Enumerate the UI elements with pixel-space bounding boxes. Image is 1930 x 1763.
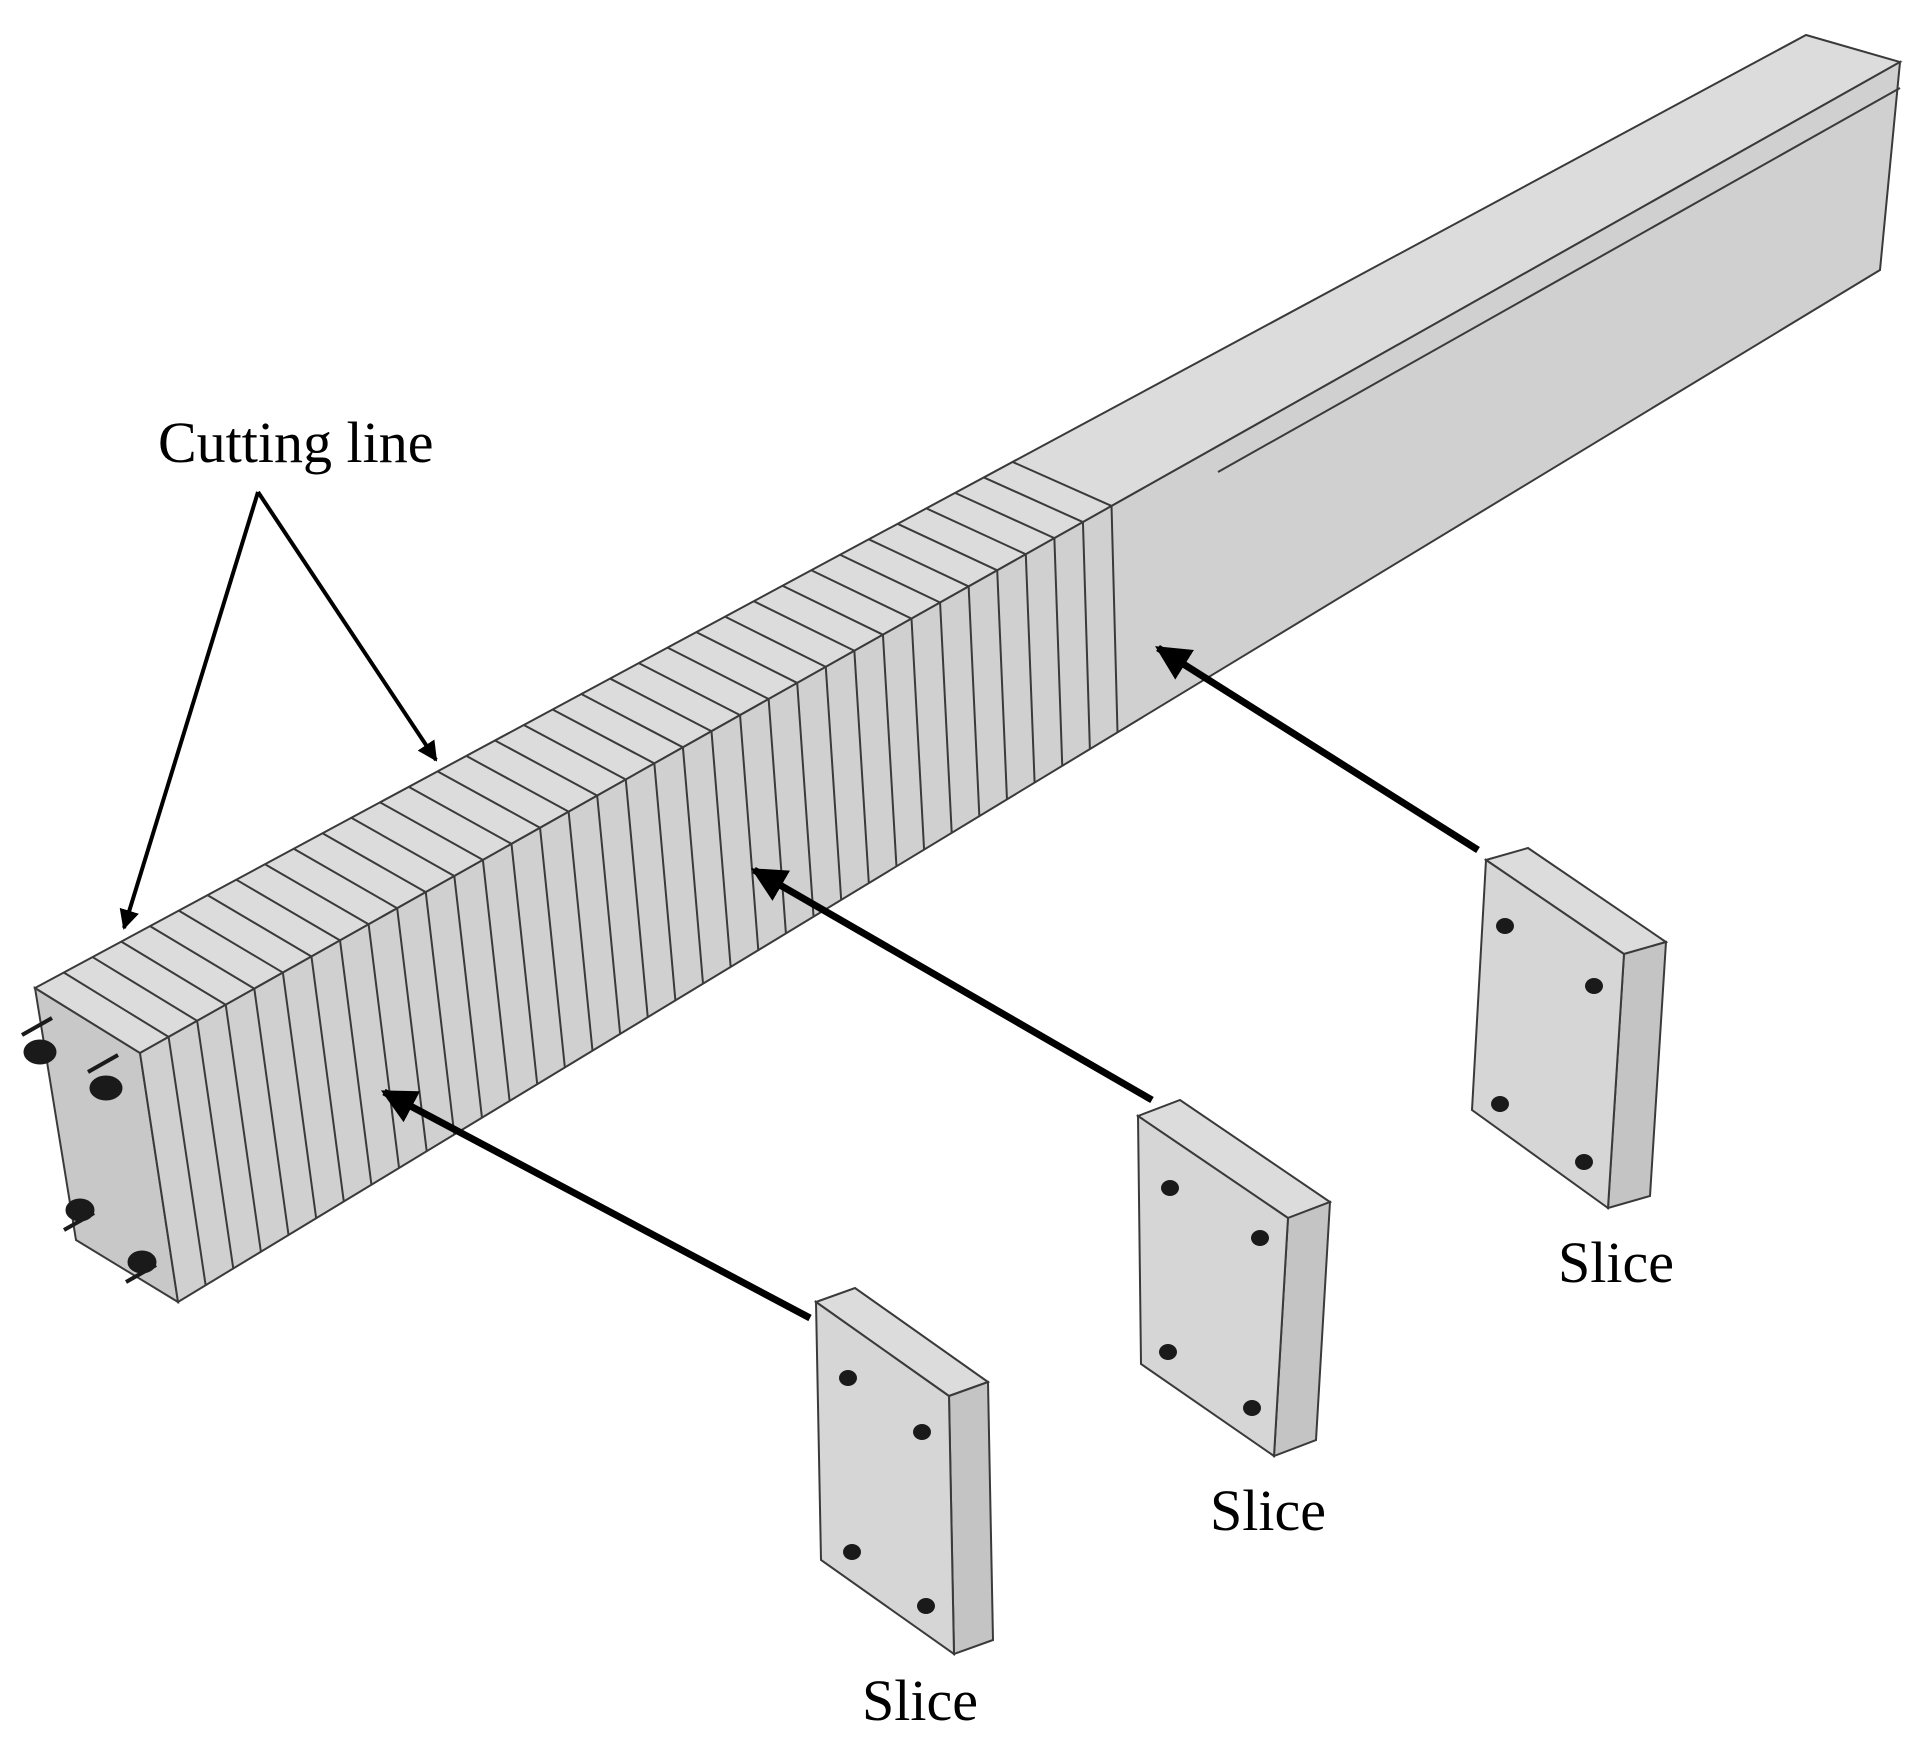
slice-cut-line bbox=[839, 553, 953, 833]
slice-cut-line bbox=[810, 569, 926, 850]
slice-cut-line bbox=[552, 708, 677, 1001]
slice-cut-line bbox=[437, 770, 566, 1068]
slice-cut-line bbox=[178, 909, 318, 1219]
slice-label-middle: Slice bbox=[1210, 1478, 1326, 1543]
slice-arrow-middle bbox=[750, 866, 1154, 1104]
rebar-bottom-right bbox=[125, 1250, 157, 1284]
slice-cut-line bbox=[322, 832, 456, 1135]
slice-cut-lines bbox=[63, 461, 1119, 1286]
slice-cut-line bbox=[925, 507, 1036, 783]
slice-cut-line bbox=[408, 785, 539, 1085]
slice-cut-line bbox=[1012, 461, 1119, 733]
cutting-line-arrow-left bbox=[119, 491, 260, 930]
slice-cut-line bbox=[494, 739, 622, 1035]
slice-cut-line bbox=[465, 755, 594, 1051]
slice-cut-line bbox=[897, 522, 1008, 800]
rebar-bottom-left bbox=[63, 1198, 95, 1232]
slice-cut-line bbox=[782, 584, 898, 867]
slice-cut-line bbox=[523, 724, 649, 1018]
slice-cut-line bbox=[207, 894, 345, 1202]
slice-cut-line bbox=[235, 878, 373, 1185]
slice-cut-line bbox=[954, 491, 1064, 766]
slice-cut-line bbox=[264, 863, 401, 1169]
rebar-top-left bbox=[21, 1016, 57, 1065]
slice-cut-line bbox=[753, 600, 870, 884]
slice-cut-line bbox=[580, 693, 705, 984]
slice-cut-line bbox=[379, 801, 511, 1102]
slice-block-middle bbox=[1135, 1098, 1333, 1458]
slice-arrow-left bbox=[380, 1088, 812, 1322]
slice-cut-line bbox=[350, 816, 483, 1118]
slice-cut-line bbox=[695, 631, 815, 917]
slice-cut-line bbox=[609, 677, 732, 967]
slice-block-right bbox=[1470, 846, 1669, 1210]
slice-arrow-right bbox=[1155, 645, 1480, 853]
cutting-line-arrow-right bbox=[256, 490, 438, 762]
slice-cut-line bbox=[91, 956, 235, 1269]
slice-cut-line bbox=[724, 615, 843, 900]
slice-label-left: Slice bbox=[862, 1668, 978, 1733]
slice-cut-line bbox=[868, 538, 981, 817]
slice-cut-line bbox=[120, 940, 262, 1252]
slice-cut-line bbox=[293, 847, 428, 1152]
slice-cut-line bbox=[63, 971, 207, 1286]
slice-cut-line bbox=[983, 476, 1091, 750]
beam-side-face bbox=[138, 60, 1902, 1304]
beam-top-face bbox=[33, 33, 1903, 1055]
beam-side-longitudinal-line bbox=[1217, 87, 1901, 473]
slice-label-right: Slice bbox=[1558, 1230, 1674, 1295]
slice-cut-line bbox=[667, 646, 787, 934]
cutting-line-label: Cutting line bbox=[158, 410, 434, 475]
rebar-ends bbox=[21, 1016, 157, 1284]
slice-block-left bbox=[813, 1286, 995, 1656]
rebar-top-right bbox=[87, 1053, 123, 1101]
slice-cut-line bbox=[149, 925, 290, 1236]
